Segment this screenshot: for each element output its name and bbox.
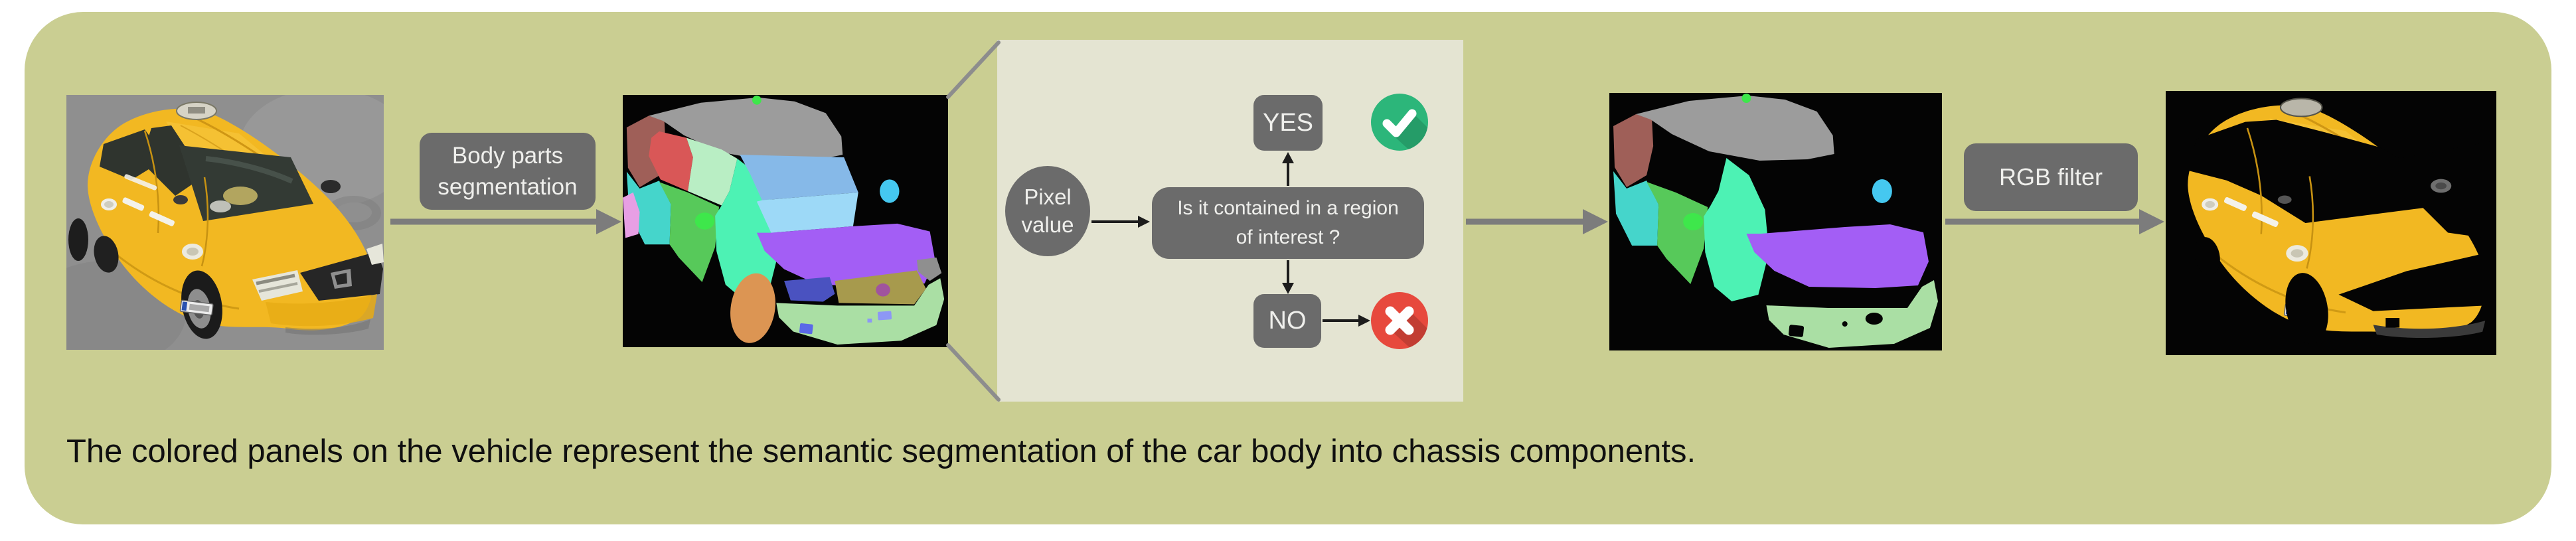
body-parts-label-line2: segmentation (438, 174, 578, 200)
pixel-value-line2: value (1021, 212, 1074, 237)
body-parts-segmentation-label: Body parts segmentation (420, 133, 596, 210)
yes-node-label: YES (1262, 108, 1314, 137)
pixel-value-node: Pixel value (1005, 166, 1090, 256)
no-node: NO (1253, 294, 1321, 348)
roi-question-line2: of interest ? (1236, 226, 1340, 248)
check-icon (1371, 94, 1428, 151)
rgb-filter-label-text: RGB filter (1998, 163, 2103, 191)
body-parts-label-line1: Body parts (451, 143, 564, 169)
yes-node: YES (1253, 95, 1323, 151)
rgb-filter-label: RGB filter (1964, 143, 2138, 211)
figure-caption: The colored panels on the vehicle repres… (66, 433, 1696, 469)
pixel-value-line1: Pixel (1024, 185, 1072, 209)
roi-question-node: Is it contained in a region of interest … (1152, 187, 1424, 259)
roi-filtered-map-image (1609, 93, 1942, 350)
no-node-label: NO (1268, 307, 1307, 335)
cross-icon (1371, 292, 1428, 349)
segmentation-map-image (623, 95, 948, 347)
masked-output-photo (2166, 91, 2496, 355)
input-taxi-photo (66, 95, 384, 350)
roi-question-line1: Is it contained in a region (1177, 197, 1399, 219)
